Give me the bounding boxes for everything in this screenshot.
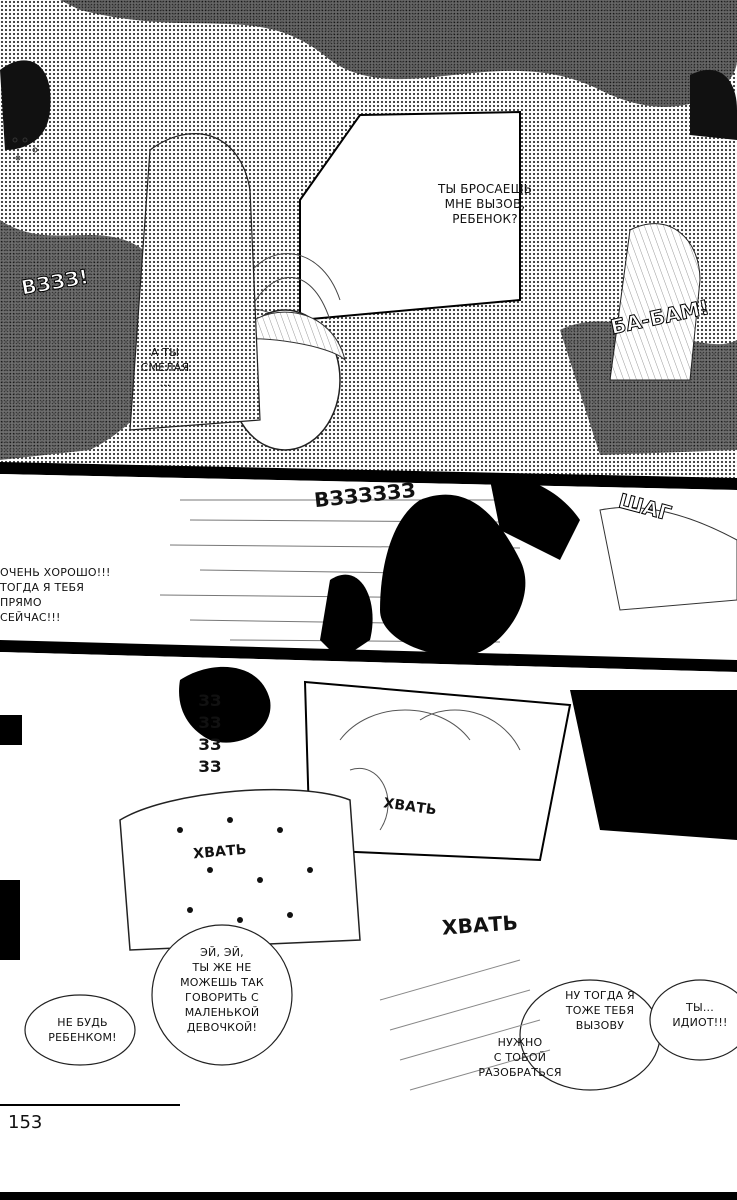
speech-dont-be-child: НЕ БУДЬ РЕБЕНКОМ! bbox=[48, 1016, 117, 1044]
speech-you-fool: А ТЫ СМЕЛАЯ ... bbox=[140, 346, 190, 389]
speech-boyfriend-question: ТЫ БРОСАЕШЬ МНЕ ВЫЗОВ, РЕБЕНОК? bbox=[437, 182, 533, 226]
speech-very-good: ОЧЕНЬ ХОРОШО!!! ТОГДА Я ТЕБЯ ПРЯМО СЕЙЧА… bbox=[0, 566, 111, 624]
speech-hey-hey: ЭЙ, ЭЙ, ТЫ ЖЕ НЕ МОЖЕШЬ ТАК ГОВОРИТЬ С М… bbox=[180, 946, 264, 1034]
sfx-grab-3: ХВАТЬ bbox=[441, 910, 519, 940]
speech-you-fool-2: ТЫ... ИДИОТ!!! bbox=[672, 1001, 728, 1029]
panel-top bbox=[0, 0, 737, 490]
speech-me-too: НУ ТОГДА Я ТОЖЕ ТЕБЯ ВЫЗОВУ bbox=[565, 989, 635, 1032]
bottom-bar bbox=[0, 1192, 737, 1200]
panel-bottom bbox=[0, 652, 737, 1190]
sfx-vertical-col: ЗЗЗЗЗЗЗЗ bbox=[198, 691, 222, 776]
panel-middle bbox=[0, 474, 737, 672]
page-number: 153 bbox=[8, 1112, 43, 1133]
speech-with-you: НУЖНО С ТОБОЙ РАЗОБРАТЬСЯ bbox=[478, 1036, 562, 1079]
